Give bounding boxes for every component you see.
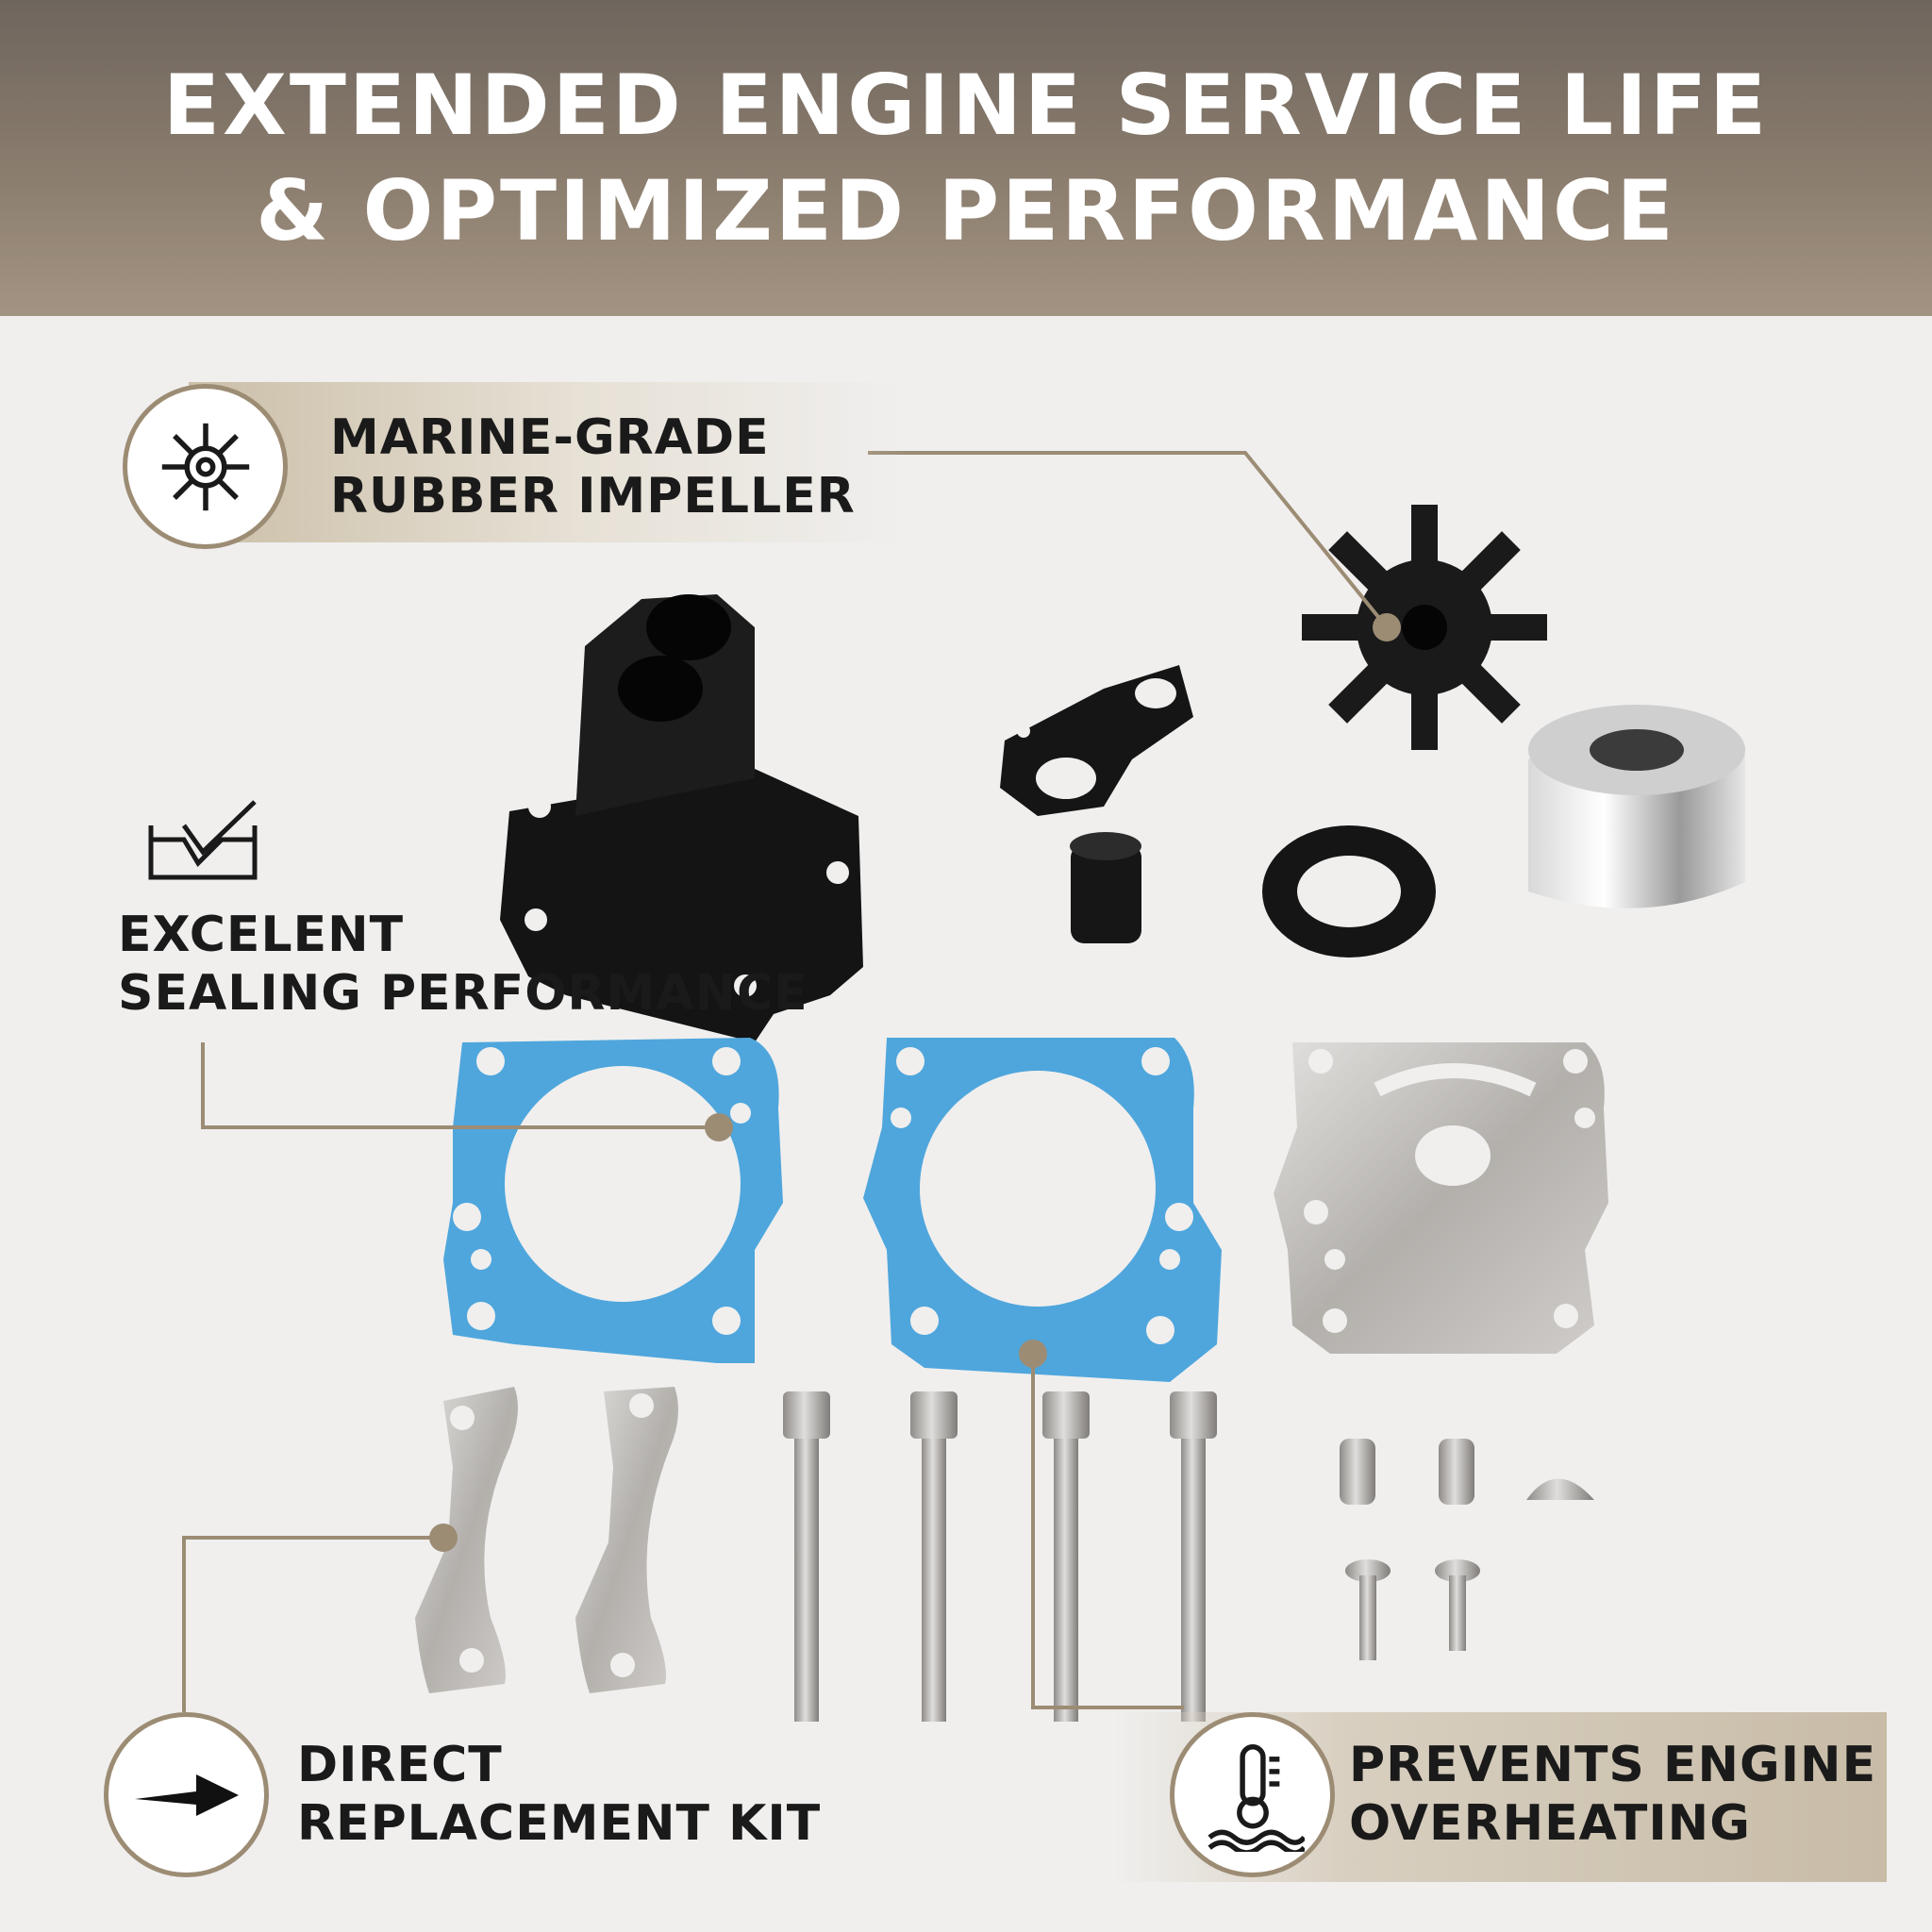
pump-housing xyxy=(500,594,863,1042)
bolt-2 xyxy=(910,1391,958,1722)
callout-line-sealing xyxy=(201,1042,717,1129)
bolt-1 xyxy=(783,1391,830,1722)
impeller xyxy=(1302,505,1547,750)
overheating-icon-badge xyxy=(1170,1712,1335,1877)
chrome-insert-cup xyxy=(1528,705,1745,908)
impeller-banner xyxy=(189,382,906,542)
header-banner: EXTENDED ENGINE SERVICE LIFE & OPTIMIZED… xyxy=(0,0,1932,316)
callout-line-overheating xyxy=(1031,1354,1184,1709)
stainless-outer-plate xyxy=(1274,1042,1608,1354)
impeller-label-line-1: MARINE-GRADE xyxy=(330,409,770,466)
oil-seal xyxy=(1262,825,1436,958)
sealing-label-line-1: EXCELENT xyxy=(118,907,405,963)
bolt-3 xyxy=(1042,1391,1090,1722)
impeller-icon-badge xyxy=(123,384,288,549)
replacement-label: DIRECT REPLACEMENT KIT xyxy=(297,1736,821,1853)
overheating-label-line-2: OVERHEATING xyxy=(1349,1795,1751,1852)
replacement-icon-badge xyxy=(104,1712,269,1877)
rubber-plate xyxy=(1000,665,1193,816)
bolt-4 xyxy=(1170,1391,1217,1722)
sealing-label-line-2: SEALING PERFORMANCE xyxy=(118,965,808,1022)
headline-line-1: EXTENDED ENGINE SERVICE LIFE xyxy=(162,56,1770,154)
gasket-center xyxy=(863,1038,1222,1382)
replacement-label-line-2: REPLACEMENT KIT xyxy=(297,1795,822,1852)
callout-dot-sealing xyxy=(705,1113,733,1141)
impeller-icon xyxy=(161,423,249,510)
overheating-label: PREVENTS ENGINE OVERHEATING xyxy=(1349,1736,1876,1853)
thermometer-water-icon xyxy=(1207,1743,1305,1852)
callout-dots xyxy=(429,613,1401,1552)
replacement-label-line-1: DIRECT xyxy=(297,1737,503,1793)
callout-dot-overheating xyxy=(1019,1340,1047,1368)
headline-line-2: & OPTIMIZED PERFORMANCE xyxy=(256,161,1676,259)
dowel-pins xyxy=(1340,1439,1474,1505)
arrow-right-icon xyxy=(134,1774,239,1816)
sealing-label: EXCELENT SEALING PERFORMANCE xyxy=(118,906,808,1023)
small-screws xyxy=(1345,1559,1480,1660)
water-pump-kit-illustration xyxy=(182,451,1745,1722)
callout-dot-impeller xyxy=(1373,613,1401,641)
callout-line-replacement xyxy=(182,1536,443,1712)
callout-line-impeller xyxy=(868,451,1389,629)
bolts xyxy=(783,1391,1217,1722)
seal-check-icon xyxy=(148,800,258,880)
woodruff-key xyxy=(1526,1478,1594,1500)
overheating-label-line-1: PREVENTS ENGINE xyxy=(1349,1737,1877,1793)
lock-plate-left xyxy=(415,1387,518,1693)
impeller-label: MARINE-GRADE RUBBER IMPELLER xyxy=(330,408,856,525)
callout-dot-replacement xyxy=(429,1524,458,1552)
callout-lines xyxy=(182,451,1389,1712)
lock-plate-right xyxy=(575,1387,678,1693)
rubber-sleeve xyxy=(1070,832,1141,943)
impeller-label-line-2: RUBBER IMPELLER xyxy=(330,468,856,525)
product-canvas: MARINE-GRADE RUBBER IMPELLER EXCELENT SE… xyxy=(0,316,1932,1932)
gasket-left xyxy=(443,1038,783,1363)
